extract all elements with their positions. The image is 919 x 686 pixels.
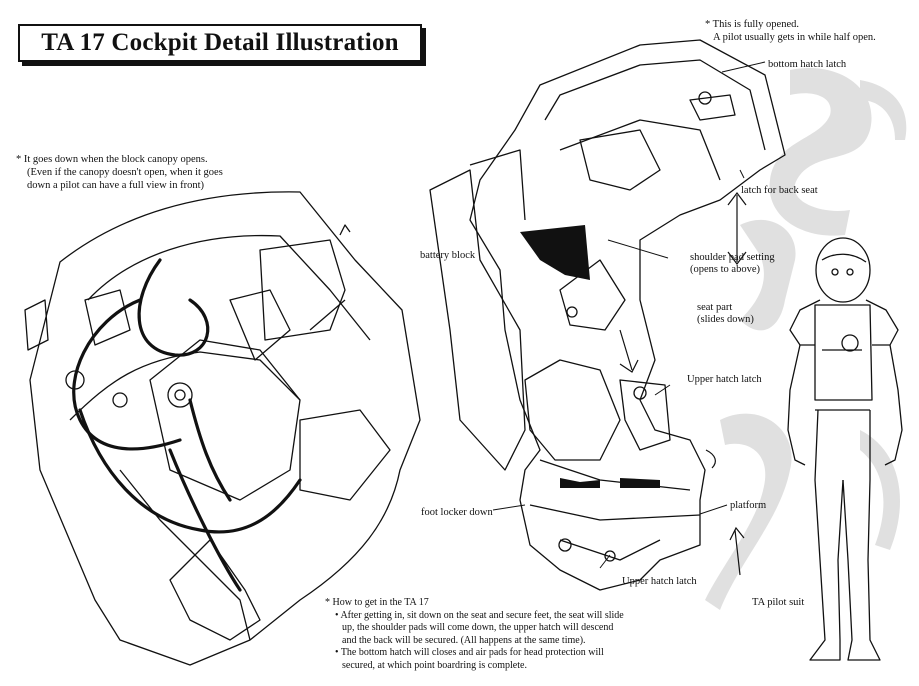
note-canopy-line3: down a pilot can have a full view in fro… [27, 180, 204, 191]
cockpit-block-illustration [429, 39, 786, 591]
label-seat-part-line1: seat part [697, 302, 733, 313]
note-fully-opened-line2: A pilot usually gets in while half open. [713, 32, 876, 43]
cockpit-seat-illustration [24, 191, 421, 666]
how-to-bullet2-line1: • The bottom hatch will closes and air p… [335, 647, 604, 658]
label-shoulder-pad-line2: (opens to above) [690, 264, 760, 275]
note-canopy-line1: * It goes down when the block canopy ope… [16, 154, 208, 165]
note-canopy-line2: (Even if the canopy doesn't open, when i… [27, 167, 223, 178]
label-foot-locker-down: foot locker down [421, 507, 493, 518]
note-fully-opened-line1: * This is fully opened. [705, 19, 800, 30]
label-bottom-hatch-latch: bottom hatch latch [768, 59, 847, 70]
label-pilot-suit: TA pilot suit [752, 597, 805, 608]
note-fully-opened: * This is fully opened. A pilot usually … [705, 18, 876, 44]
label-upper-hatch-latch-top: Upper hatch latch [687, 374, 762, 385]
page-title-box: TA 17 Cockpit Detail Illustration [18, 24, 422, 62]
label-upper-hatch-latch-bottom: Upper hatch latch [622, 576, 697, 587]
label-shoulder-pad-line1: shoulder pad setting [690, 252, 775, 263]
label-seat-part: seat part (slides down) [697, 302, 754, 326]
label-latch-back-seat: latch for back seat [741, 185, 818, 196]
leader-lines [492, 61, 766, 569]
cockpit-shadow-fill [520, 225, 660, 488]
page-title: TA 17 Cockpit Detail Illustration [41, 29, 399, 56]
how-to-bullet1-line2: up, the shoulder pads will come down, th… [342, 622, 614, 633]
label-seat-part-line2: (slides down) [697, 314, 754, 325]
pilot-suit-figure [787, 237, 903, 661]
label-platform: platform [730, 500, 767, 511]
how-to-bullet2-line2: secured, at which point boardring is com… [342, 659, 527, 671]
cockpit-cables [72, 258, 302, 592]
label-battery-block: battery block [420, 250, 476, 261]
how-to-heading: * How to get in the TA 17 [325, 597, 429, 608]
how-to-bullet1-line3: and the back will be secured. (All happe… [342, 634, 586, 646]
how-to-bullet1-line1: • After getting in, sit down on the seat… [335, 609, 624, 621]
motion-arrows [619, 192, 747, 576]
how-to-get-in-notes: * How to get in the TA 17 • After gettin… [325, 597, 624, 672]
note-canopy: * It goes down when the block canopy ope… [16, 153, 223, 192]
label-shoulder-pad-setting: shoulder pad setting (opens to above) [690, 252, 775, 276]
